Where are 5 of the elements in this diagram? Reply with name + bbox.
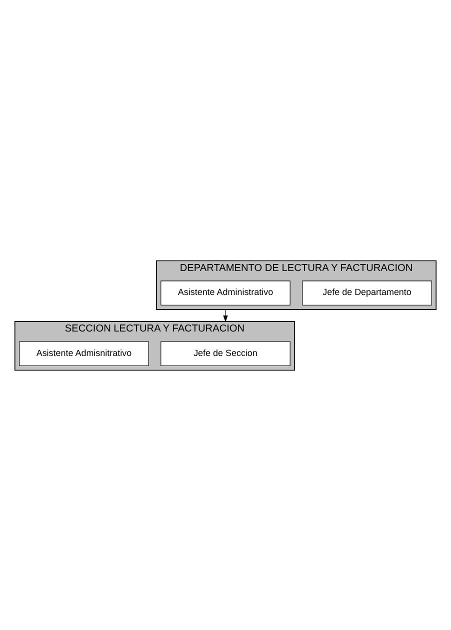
node-box: Asistente Admisnitrativo (19, 340, 149, 366)
arrow (223, 308, 228, 322)
node-box: Asistente Administrativo (160, 280, 290, 305)
node-box: Jefe de Departamento (302, 280, 432, 305)
node-box: Jefe de Seccion (160, 340, 290, 366)
